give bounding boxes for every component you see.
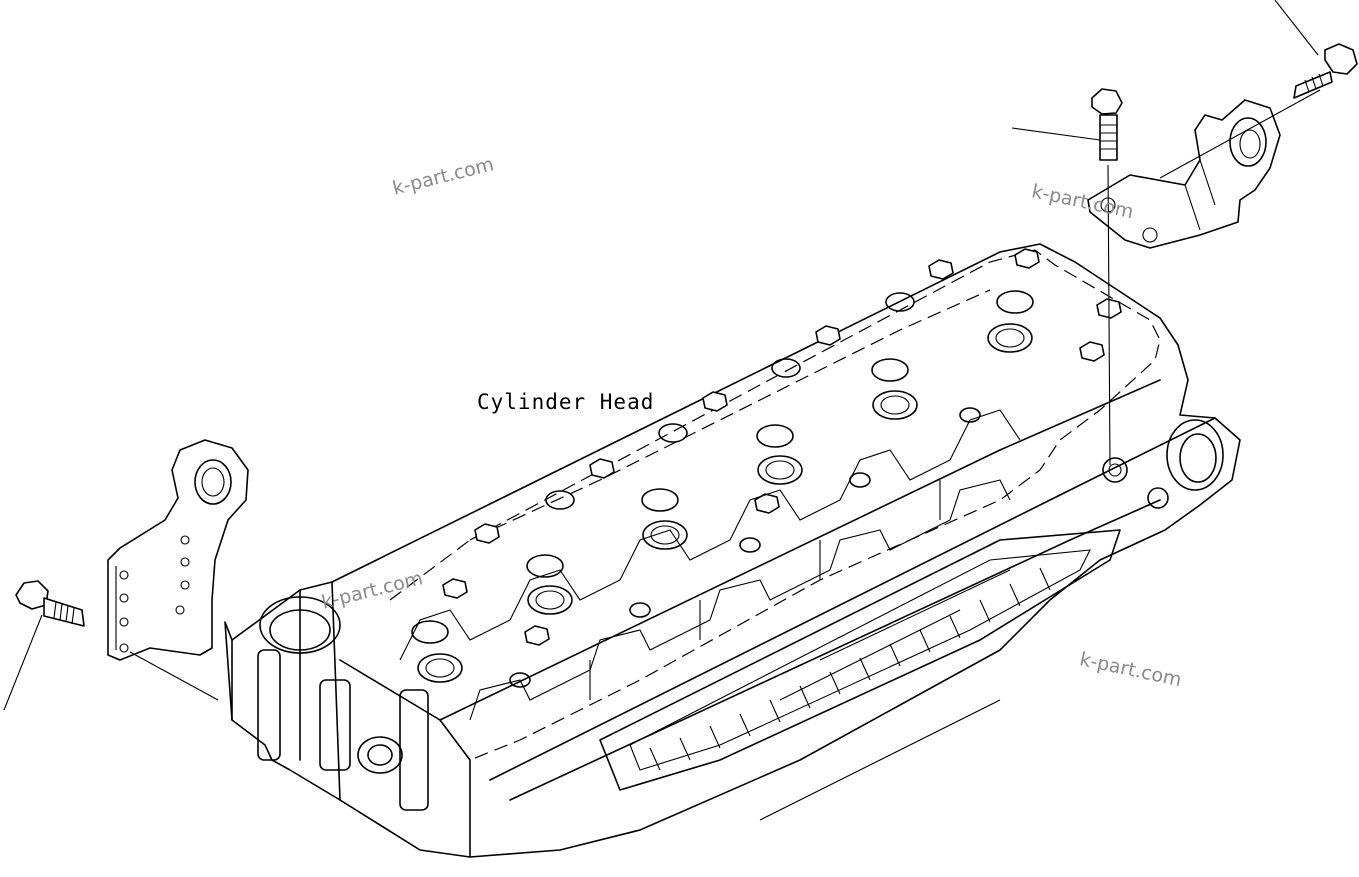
cylinder-head-label: Cylinder Head <box>477 390 655 414</box>
valve-bores <box>411 290 1034 683</box>
front-lifting-bracket <box>107 439 249 701</box>
bolt-icon <box>3 580 85 711</box>
rail-bosses <box>509 292 981 688</box>
bolt-icon <box>1159 0 1358 179</box>
cylinder-head <box>224 243 1241 858</box>
head-bolts <box>442 248 1122 646</box>
bolt-icon <box>1011 88 1123 466</box>
